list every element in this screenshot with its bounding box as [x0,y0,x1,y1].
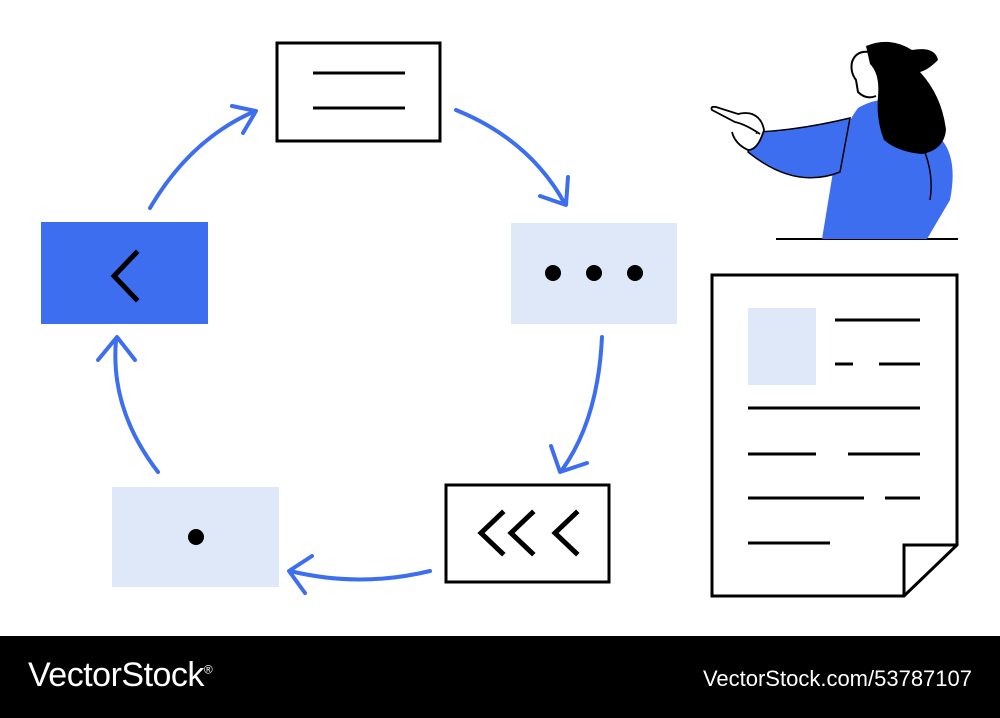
arrow-dots-to-chevrons [560,335,604,472]
dot-card [112,487,279,587]
watermark-image-id: VectorStock.com/53787107 [702,666,972,691]
arrow-chevrons-to-dot [288,569,432,582]
watermark-bar: VectorStock® VectorStock.com/53787107 [0,636,1000,718]
text-lines-icon [313,71,405,110]
arrowhead-icon [549,444,589,474]
chevron-left-icon [110,249,140,303]
arrow-back-to-lines [148,110,255,210]
arrowhead-icon [287,554,314,595]
document-page-icon [710,273,959,598]
pointing-woman-icon [710,41,958,240]
arrow-dot-to-back [113,338,160,474]
dot-icon [188,529,204,545]
watermark-brand: VectorStock® [28,656,213,694]
workflow-illustration [41,41,959,598]
chevrons-card [444,483,611,584]
dots-card [511,223,677,324]
lines-card [275,41,442,143]
cycle-arrows [96,104,604,595]
arrowhead-icon [230,104,258,135]
ellipsis-icon [545,265,643,281]
registered-mark: ® [203,662,213,677]
triple-chevron-left-icon [477,509,580,557]
arrowhead-icon [96,335,137,362]
arrow-lines-to-dots [454,108,567,206]
back-card [41,222,208,324]
arrowhead-icon [538,175,570,207]
